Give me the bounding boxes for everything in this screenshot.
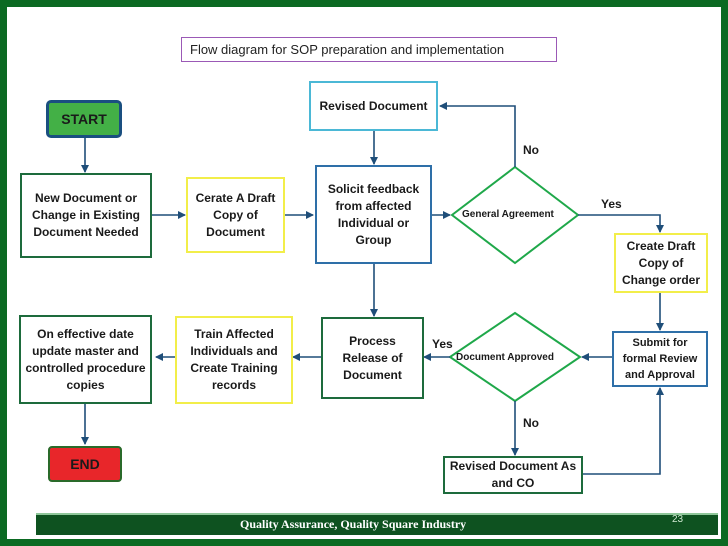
submit-review-node: Submit for formal Review and Approval <box>612 331 708 387</box>
new-document-label: New Document or Change in Existing Docum… <box>31 191 140 239</box>
create-draft-node: Cerate A Draft Copy of Document <box>186 177 285 253</box>
train-affected-node: Train Affected Individuals and Create Tr… <box>175 316 293 404</box>
start-node: START <box>46 100 122 138</box>
create-draft-change-label: Create Draft Copy of Change order <box>621 238 700 287</box>
end-node: END <box>48 446 122 482</box>
effective-date-node: On effective date update master and cont… <box>19 315 152 404</box>
new-document-node: New Document or Change in Existing Docum… <box>20 173 152 258</box>
footer-bar <box>36 513 718 535</box>
general-agreement-label: General Agreement <box>462 209 554 220</box>
solicit-feedback-label: Solicit feedback from affected Individua… <box>327 181 420 247</box>
effective-date-label: On effective date update master and cont… <box>25 326 146 392</box>
page-number: 23 <box>672 514 684 525</box>
arrow-agreement-no <box>439 102 516 167</box>
submit-review-label: Submit for formal Review and Approval <box>622 337 698 381</box>
edge-label-no-bottom: No <box>523 416 539 430</box>
edge-label-yes-left: Yes <box>432 337 453 351</box>
revised-document-co-node: Revised Document As and CO <box>443 456 583 494</box>
arrow-revisedco-to-submit <box>583 387 664 475</box>
process-release-label: Process Release of Document <box>342 333 403 382</box>
revised-document-co-label: Revised Document As and CO <box>449 459 577 490</box>
train-affected-label: Train Affected Individuals and Create Tr… <box>190 327 278 392</box>
create-draft-change-node: Create Draft Copy of Change order <box>614 233 708 293</box>
revised-document-node: Revised Document <box>309 81 438 131</box>
general-agreement-diamond <box>450 165 580 265</box>
solicit-feedback-node: Solicit feedback from affected Individua… <box>315 165 432 264</box>
document-approved-label: Document Approved <box>456 352 554 363</box>
diagram-title: Flow diagram for SOP preparation and imp… <box>181 37 557 62</box>
arrow-agreement-yes <box>578 214 664 233</box>
edge-label-no-top: No <box>523 143 539 157</box>
revised-document-label: Revised Document <box>319 98 428 113</box>
create-draft-label: Cerate A Draft Copy of Document <box>195 190 276 239</box>
footer-text: Quality Assurance, Quality Square Indust… <box>240 517 467 531</box>
edge-label-yes-right: Yes <box>601 197 622 211</box>
process-release-node: Process Release of Document <box>321 317 424 399</box>
